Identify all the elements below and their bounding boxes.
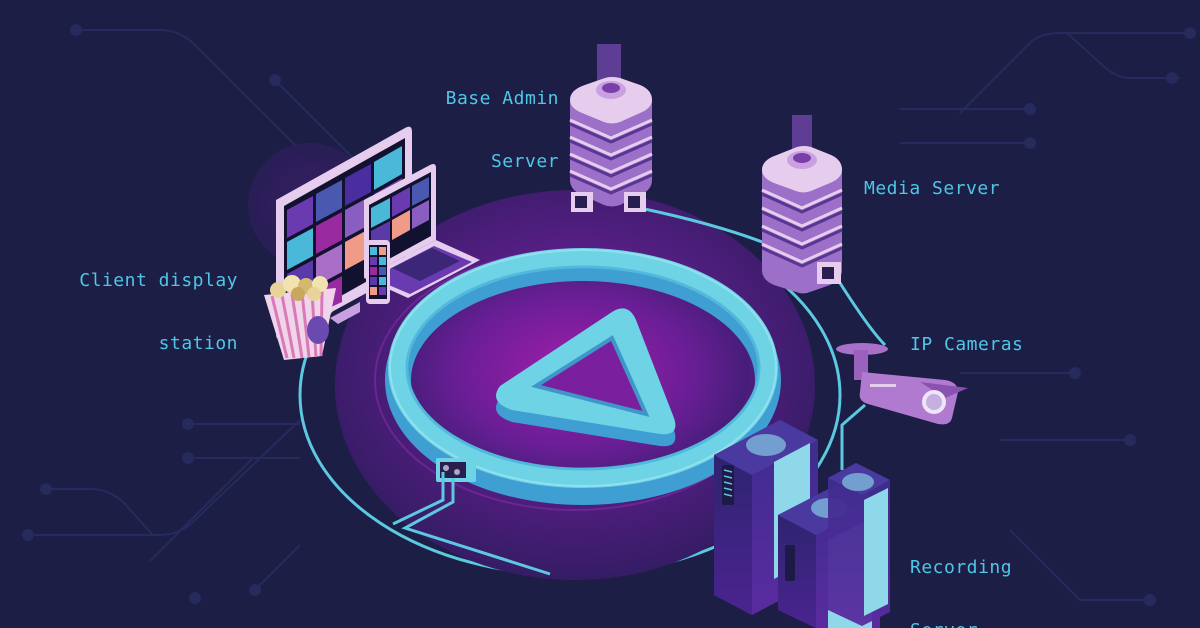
label-recording-server: Recording Server (910, 515, 1012, 628)
connector-cables (392, 472, 551, 576)
circuit-lines-background (28, 29, 1190, 591)
client-display-illustration (264, 126, 480, 360)
cyan-ring (385, 248, 781, 505)
circuit-nodes-background (22, 24, 1196, 606)
label-line: Base Admin (445, 88, 559, 109)
label-line: Server (490, 151, 559, 172)
label-line: Recording (910, 557, 1013, 578)
label-ip-cameras: IP Cameras (910, 292, 1023, 397)
label-line: Media Server (864, 178, 1001, 199)
label-line: station (158, 333, 238, 354)
label-media-server: Media Server (864, 136, 1000, 241)
base-admin-server-illustration (569, 44, 653, 212)
media-server-illustration (761, 115, 843, 294)
label-line: Client display (79, 270, 238, 291)
popcorn-icon (264, 275, 336, 360)
recording-server-illustration (714, 420, 890, 628)
play-icon (496, 308, 676, 447)
label-line: Server (910, 620, 1012, 628)
label-base-admin-server: Base Admin Server (400, 46, 559, 214)
ring-connector (436, 458, 476, 482)
ip-camera-illustration (836, 343, 968, 425)
label-client-display-station: Client display station (40, 228, 238, 396)
label-line: IP Cameras (910, 334, 1024, 355)
